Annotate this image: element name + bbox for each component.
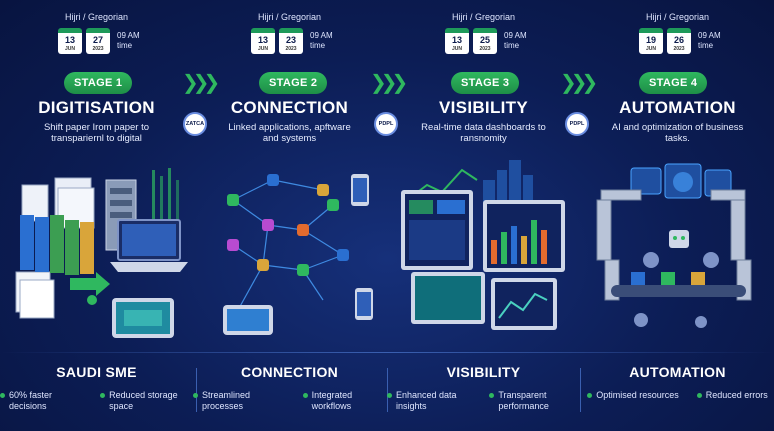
feature-item: 60% faster decisions — [0, 390, 82, 411]
bottom-title: VISIBILITY — [446, 364, 521, 380]
feature-item: Reduced storage space — [100, 390, 193, 411]
feature-item: Optimised resources — [587, 390, 679, 401]
stage-pill: STAGE 3 — [451, 72, 520, 94]
feature-list: Optimised resources Reduced errors — [581, 390, 774, 401]
stage-pill: STAGE 1 — [64, 72, 133, 94]
chevron-arrows-icon: ❯❯❯ — [560, 72, 598, 94]
bullet-icon — [489, 393, 495, 398]
chevron-arrows-icon: ❯❯❯ — [370, 72, 408, 94]
time-label: 09 AM time — [117, 31, 140, 50]
network-lines-icon — [232, 179, 344, 311]
stage-subtitle: AI and optimization of business tasks. — [611, 122, 744, 144]
bullet-icon — [193, 393, 198, 398]
gear-icon — [634, 252, 719, 328]
feature-list: 60% faster decisions Reduced storage spa… — [0, 390, 193, 411]
zatca-badge: ZATCA — [183, 112, 207, 136]
time-label: 09 AM time — [698, 31, 721, 50]
bottom-section: VISIBILITY — [387, 364, 580, 380]
feature-list: Streamlined processes Integrated workflo… — [193, 390, 386, 411]
stage-title: AUTOMATION — [619, 98, 736, 117]
bullet-icon — [696, 393, 702, 398]
feature-item: Transparent performance — [489, 390, 580, 411]
bottom-section: CONNECTION — [193, 364, 386, 380]
monitor-dashboard-icon — [401, 190, 565, 330]
stage-title: DIGITISATION — [38, 98, 155, 117]
connection-illustration — [223, 174, 373, 335]
column-divider — [387, 368, 388, 412]
time-label: 09 AM time — [504, 31, 527, 50]
phone-icon — [351, 174, 373, 320]
network-node-icon — [227, 174, 349, 276]
laptop-icon — [110, 219, 188, 272]
column-divider — [580, 368, 581, 412]
stage-subtitle: Real-time data dashboards to ransnomity — [421, 122, 546, 144]
bottom-title: AUTOMATION — [629, 364, 726, 380]
calendar-header: Hijri / Gregorian — [64, 12, 129, 22]
calendar-header: Hijri / Gregorian — [257, 12, 322, 22]
robot-head-icon — [669, 230, 689, 248]
bottom-title: CONNECTION — [240, 364, 339, 380]
bullet-icon — [587, 393, 593, 398]
pdpl-badge: PDPL — [374, 112, 398, 136]
visibility-illustration — [401, 160, 565, 330]
bottom-title: SAUDI SME — [56, 364, 137, 380]
bullet-icon — [100, 393, 106, 398]
calendar-header: Hijri / Gregorian — [451, 12, 516, 22]
arrow-icon — [70, 272, 110, 296]
feature-item: Integrated workflows — [302, 390, 386, 411]
data-stream-icon — [152, 168, 179, 240]
tablet-icon — [223, 305, 273, 335]
bullet-icon — [0, 393, 5, 398]
stage-pill: STAGE 2 — [259, 72, 328, 94]
calendar-header: Hijri / Gregorian — [645, 12, 710, 22]
feature-item: Enhanced data insights — [387, 390, 471, 411]
column-divider — [196, 368, 197, 412]
bottom-section: AUTOMATION — [581, 364, 774, 380]
digitisation-illustration — [15, 168, 188, 338]
feature-list: Enhanced data insights Transparent perfo… — [387, 390, 580, 411]
paper-stack-icon — [15, 177, 95, 319]
bullet-icon — [387, 393, 392, 398]
time-label: 09 AM time — [310, 31, 333, 50]
binders-icon — [20, 215, 94, 275]
pdpl-badge: PDPL — [565, 112, 589, 136]
stage-pill: STAGE 4 — [639, 72, 708, 94]
chevron-arrows-icon: ❯❯❯ — [182, 72, 220, 94]
gear-icon — [87, 295, 97, 305]
feature-item: Streamlined processes — [193, 390, 285, 411]
tablet-icon — [112, 298, 174, 338]
stage-title: CONNECTION — [230, 98, 349, 117]
feature-item: Reduced errors — [696, 390, 768, 401]
stage-title: VISIBILITY — [439, 98, 528, 117]
divider-line — [0, 352, 774, 353]
stage-subtitle: Shift paper Irom paper to transpariernl … — [43, 122, 150, 144]
automation-illustration — [596, 163, 752, 328]
bottom-section: SAUDI SME — [0, 364, 193, 380]
stage-subtitle: Linked applications, apftware and system… — [228, 122, 351, 144]
bullet-icon — [302, 393, 308, 398]
conveyor-icon — [611, 272, 746, 297]
